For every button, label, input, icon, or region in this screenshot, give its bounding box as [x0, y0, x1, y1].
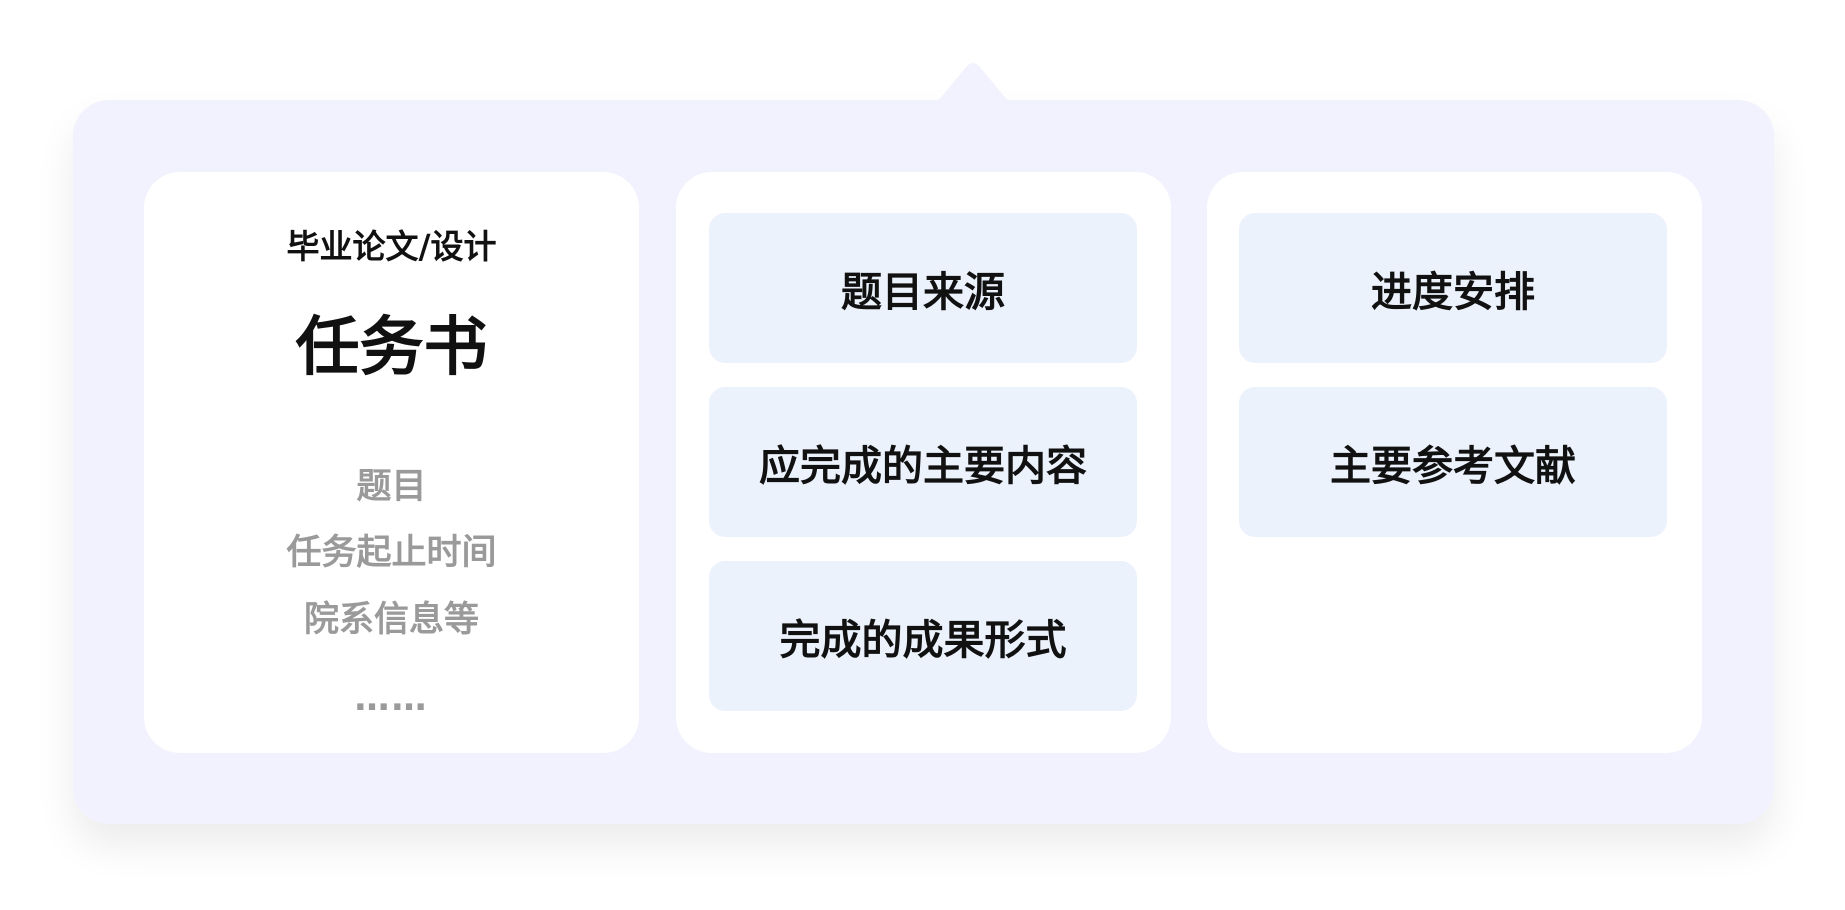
section-schedule: 进度安排	[1239, 213, 1667, 363]
schedule-card: 进度安排 主要参考文献	[1207, 172, 1702, 753]
popover-arrow	[937, 63, 1009, 102]
section-deliverable-form: 完成的成果形式	[709, 561, 1137, 711]
card-title: 任务书	[295, 311, 488, 385]
ellipsis: ……	[354, 679, 429, 719]
card-subtitle: 毕业论文/设计	[286, 227, 497, 266]
section-main-content: 应完成的主要内容	[709, 387, 1137, 537]
info-item: 院系信息等	[303, 600, 479, 640]
task-book-card: 毕业论文/设计 任务书 题目 任务起止时间 院系信息等 ……	[144, 172, 639, 753]
content-card: 题目来源 应完成的主要内容 完成的成果形式	[676, 172, 1171, 753]
info-item: 题目	[356, 467, 427, 507]
section-references: 主要参考文献	[1239, 387, 1667, 537]
section-topic-source: 题目来源	[709, 213, 1137, 363]
info-item: 任务起止时间	[286, 533, 497, 573]
